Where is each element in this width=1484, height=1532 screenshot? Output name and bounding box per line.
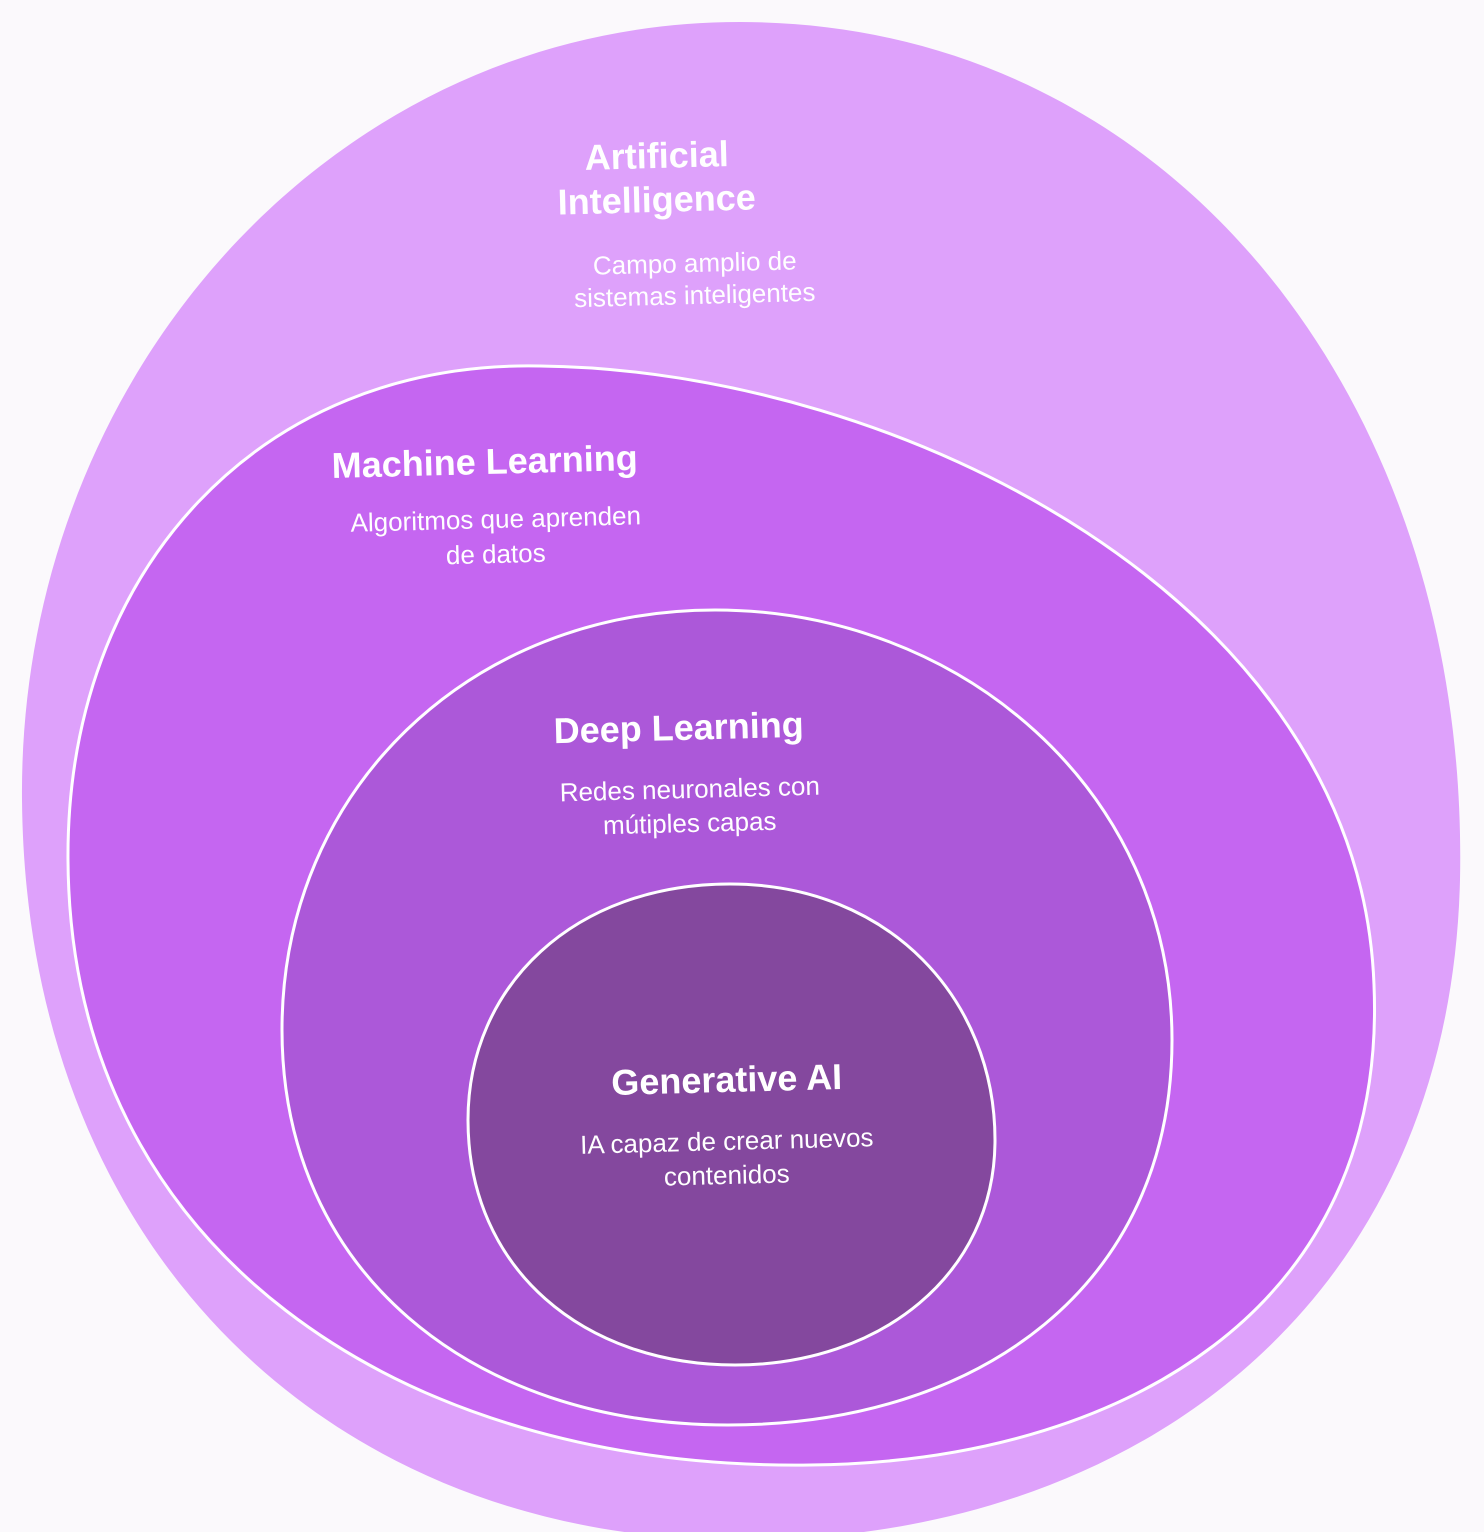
dl-title: Deep Learning — [553, 704, 804, 752]
ai-title-line-2: Intelligence — [557, 176, 756, 222]
ai-title-line-1: Artificial — [584, 133, 729, 178]
genai-region — [466, 882, 997, 1367]
ml-title: Machine Learning — [331, 437, 638, 486]
genai-description-line-2: contenidos — [664, 1158, 791, 1191]
dl-description-line-1: Redes neuronales con — [559, 771, 820, 808]
ai-description-line-1: Campo amplio de — [593, 245, 797, 280]
ai-description-line-2: sistemas inteligentes — [574, 277, 816, 313]
genai-title: Generative AI — [611, 1056, 843, 1103]
dl-description-line-2: mútiples capas — [603, 806, 777, 841]
layer-generative-ai: Generative AI IA capaz de crear nuevos c… — [466, 882, 997, 1367]
ml-description-line-2: de datos — [446, 538, 547, 571]
